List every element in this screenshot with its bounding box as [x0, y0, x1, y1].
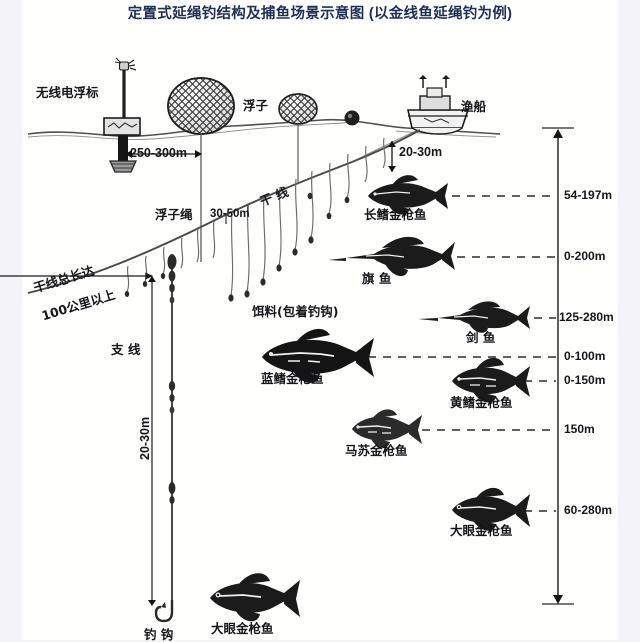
- dimension-buoy-to-float: 250-300m: [130, 146, 187, 160]
- label-branch-line: 支 线: [111, 342, 141, 357]
- secondary-float-graphic: [278, 93, 318, 182]
- label-float-rope: 浮子绳: [155, 207, 193, 222]
- fish-name-southern-bluefin: 马苏金枪鱼: [345, 443, 408, 458]
- branch-length-dimension-graphic: [0, 272, 156, 606]
- fish-albacore-graphic: [368, 175, 448, 215]
- depth-tick-6: 60-280m: [564, 503, 613, 517]
- bait-markers-graphic: [124, 192, 350, 302]
- depth-axis-graphic: [542, 127, 574, 605]
- radio-buoy-graphic: [103, 57, 141, 173]
- fish-southern-bluefin-graphic: [352, 409, 422, 448]
- fish-bigeye-bottom-graphic: [210, 573, 300, 622]
- fishing-vessel-graphic: [407, 75, 470, 135]
- branch-drop-dimension-graphic: [388, 141, 396, 172]
- depth-tick-3: 0-100m: [564, 349, 606, 363]
- depth-tick-2: 125-280m: [559, 310, 614, 324]
- main-float-graphic: [167, 77, 235, 262]
- fish-name-albacore: 长鳍金枪鱼: [364, 207, 427, 222]
- dimension-branch-drop: 20-30m: [399, 145, 443, 159]
- fish-sailfish-graphic: [328, 236, 455, 277]
- fish-bluefin-graphic: [262, 328, 374, 383]
- detailed-branch-line-graphic: [154, 254, 177, 623]
- fish-name-bigeye-bottom: 大眼金枪鱼: [211, 621, 274, 636]
- fish-name-sailfish: 旗 鱼: [362, 271, 392, 286]
- label-radio-buoy: 无线电浮标: [36, 85, 99, 100]
- depth-tick-1: 0-200m: [564, 249, 606, 263]
- label-hook: 钓 钩: [144, 627, 174, 642]
- dimension-float-spacing: 30-50m: [210, 208, 250, 220]
- label-bait-with-hook: 饵料(包着钓钩): [252, 304, 339, 319]
- fish-name-yellowfin: 黄鳍金枪鱼: [450, 395, 513, 410]
- depth-tick-0: 54-197m: [564, 188, 613, 202]
- depth-tick-4: 0-150m: [564, 373, 606, 387]
- label-float: 浮子: [243, 98, 269, 113]
- label-fishing-vessel: 渔船: [461, 99, 487, 114]
- fish-bigeye-right-graphic: [452, 487, 530, 531]
- depth-tick-5: 150m: [564, 422, 595, 436]
- ball-float-graphic: [344, 110, 360, 126]
- fish-name-bluefin: 蓝鳍金枪鱼: [261, 371, 324, 386]
- dimension-branch-line-length: 20-30m: [138, 416, 152, 460]
- fish-name-swordfish: 剑 鱼: [466, 330, 496, 345]
- fish-name-bigeye-right: 大眼金枪鱼: [450, 523, 513, 538]
- page-title: 定置式延绳钓结构及捕鱼场景示意图 (以金线鱼延绳钓为例): [127, 6, 513, 22]
- fish-swordfish-graphic: [418, 301, 530, 333]
- buoy-to-float-dimension-graphic: [125, 150, 202, 158]
- float-spacing-ticks-graphic: [225, 205, 249, 224]
- fish-yellowfin-graphic: [452, 357, 530, 403]
